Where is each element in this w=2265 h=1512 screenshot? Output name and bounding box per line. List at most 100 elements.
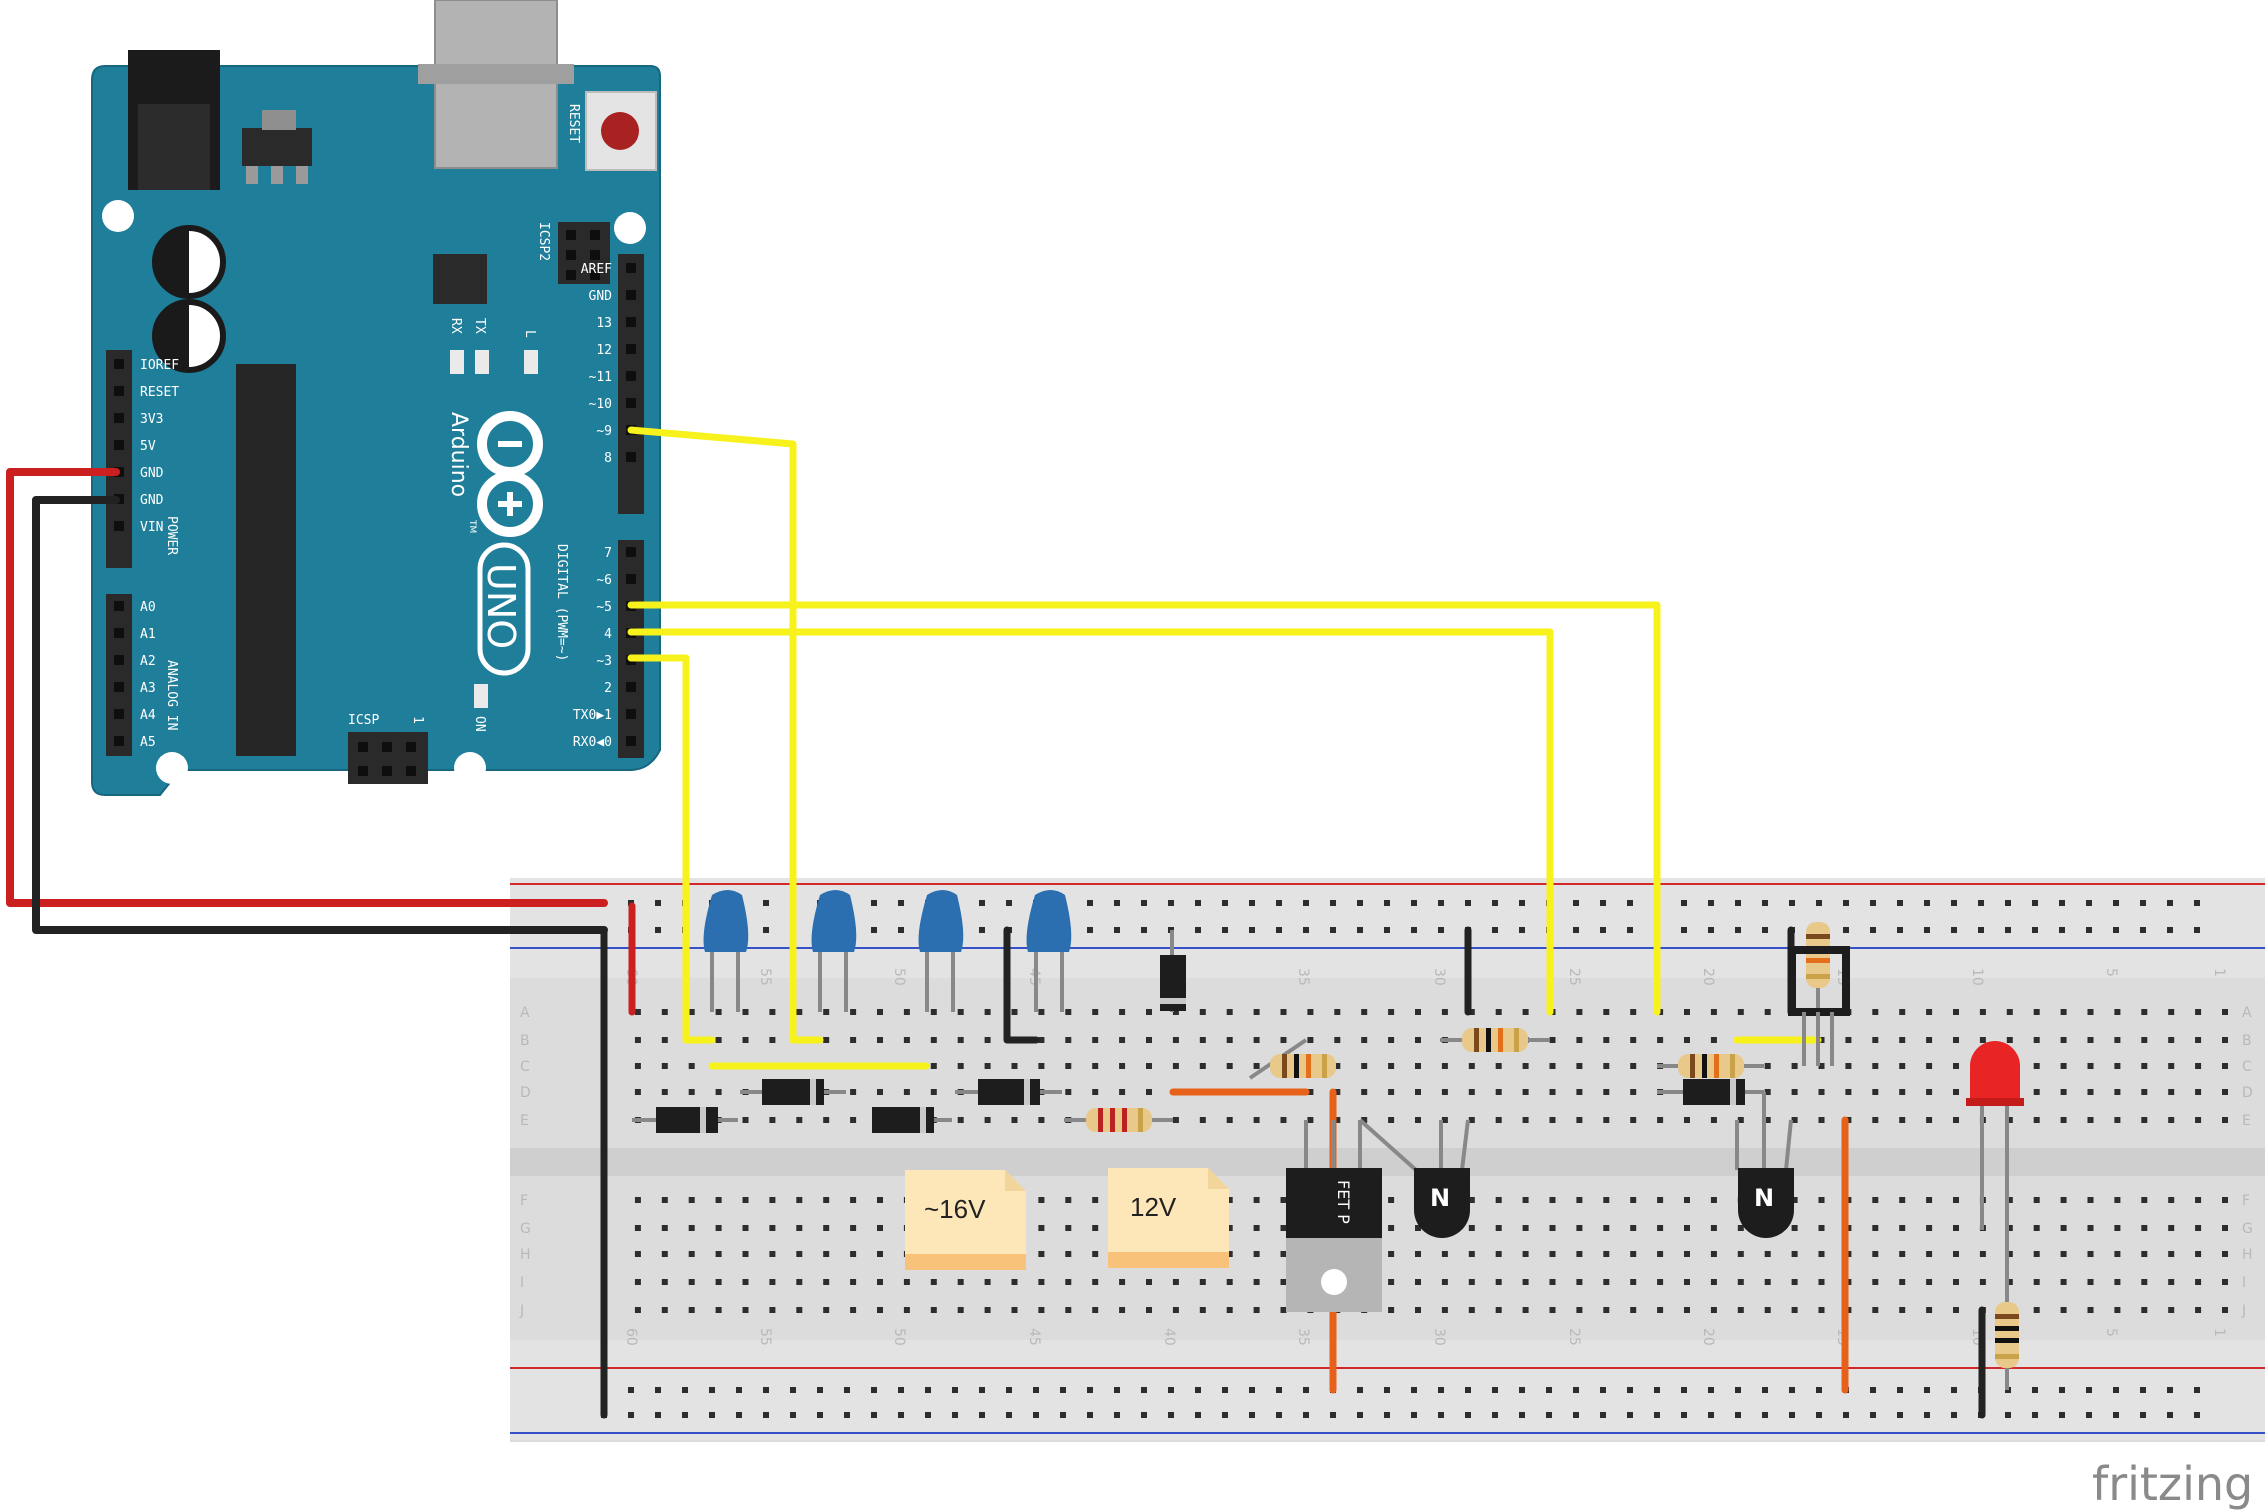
breadboard-hole[interactable] [850,1117,857,1123]
breadboard-hole[interactable] [1603,1197,1610,1203]
rail-hole[interactable] [1519,927,1525,933]
rail-hole[interactable] [1816,900,1822,906]
breadboard-hole[interactable] [1872,1037,1879,1043]
breadboard-hole[interactable] [1603,1063,1610,1069]
breadboard-hole[interactable] [1388,1089,1395,1095]
breadboard-hole[interactable] [1307,1037,1314,1043]
breadboard-hole[interactable] [1899,1009,1906,1015]
breadboard-hole[interactable] [715,1197,722,1203]
breadboard-hole[interactable] [1576,1117,1583,1123]
breadboard-hole[interactable] [1226,1117,1233,1123]
breadboard-hole[interactable] [1657,1279,1664,1285]
breadboard-hole[interactable] [877,1037,883,1043]
breadboard-hole[interactable] [1065,1251,1072,1257]
rail-hole[interactable] [1546,1412,1552,1418]
breadboard-hole[interactable] [1119,1063,1126,1069]
rail-hole[interactable] [1816,1387,1822,1393]
rail-hole[interactable] [1627,900,1633,906]
breadboard-hole[interactable] [1899,1117,1906,1123]
breadboard-hole[interactable] [2195,1279,2202,1285]
digital-header-pin[interactable] [626,682,636,692]
note-12v[interactable]: 12V [1108,1168,1229,1268]
rail-hole[interactable] [1141,1412,1147,1418]
breadboard-hole[interactable] [1603,1089,1610,1095]
rail-hole[interactable] [871,1412,877,1418]
rail-hole[interactable] [1465,1387,1471,1393]
breadboard-hole[interactable] [1522,1117,1529,1123]
rail-hole[interactable] [1195,927,1201,933]
rail-hole[interactable] [1924,1412,1930,1418]
breadboard-hole[interactable] [1065,1225,1072,1231]
breadboard-hole[interactable] [688,1197,695,1203]
rail-hole[interactable] [1654,1387,1660,1393]
breadboard-hole[interactable] [1791,1197,1798,1203]
breadboard-hole[interactable] [769,1225,776,1231]
rail-hole[interactable] [1870,927,1876,933]
rail-hole[interactable] [1330,900,1336,906]
breadboard-hole[interactable] [1065,1063,1072,1069]
breadboard-hole[interactable] [742,1197,749,1203]
transistor-to92[interactable] [1788,946,1850,1066]
breadboard-hole[interactable] [1468,1225,1475,1231]
breadboard-hole[interactable] [1549,1063,1556,1069]
breadboard-hole[interactable] [742,1251,749,1257]
breadboard-hole[interactable] [1576,1009,1583,1015]
breadboard-hole[interactable] [2195,1225,2202,1231]
breadboard-hole[interactable] [1146,1063,1152,1069]
breadboard-hole[interactable] [2195,1037,2202,1043]
breadboard-hole[interactable] [903,1009,910,1015]
breadboard-hole[interactable] [1065,1279,1072,1285]
breadboard-hole[interactable] [930,1089,937,1095]
icsp-pin[interactable] [406,766,416,776]
rail-hole[interactable] [1951,900,1957,906]
rail-hole[interactable] [1627,927,1633,933]
breadboard-hole[interactable] [1710,1117,1717,1123]
breadboard-hole[interactable] [1038,1197,1045,1203]
breadboard-hole[interactable] [1953,1117,1959,1123]
breadboard-hole[interactable] [2006,1251,2013,1257]
rail-hole[interactable] [1168,900,1174,906]
rail-hole[interactable] [1168,1412,1174,1418]
breadboard-hole[interactable] [957,1307,964,1313]
breadboard-hole[interactable] [1657,1307,1664,1313]
breadboard-hole[interactable] [1441,1279,1448,1285]
breadboard-hole[interactable] [1926,1197,1933,1203]
rail-hole[interactable] [1492,927,1498,933]
breadboard-hole[interactable] [1657,1251,1664,1257]
breadboard-hole[interactable] [1253,1307,1260,1313]
breadboard-hole[interactable] [2114,1225,2121,1231]
rail-hole[interactable] [1519,900,1525,906]
rail-hole[interactable] [763,1412,769,1418]
rail-hole[interactable] [1708,1412,1714,1418]
breadboard-hole[interactable] [1522,1279,1529,1285]
breadboard-hole[interactable] [1495,1117,1502,1123]
breadboard-hole[interactable] [2222,1279,2228,1285]
breadboard-hole[interactable] [2006,1197,2013,1203]
breadboard-hole[interactable] [1926,1009,1933,1015]
rail-hole[interactable] [1222,1387,1228,1393]
breadboard-hole[interactable] [2195,1251,2202,1257]
breadboard-hole[interactable] [1065,1037,1072,1043]
breadboard-hole[interactable] [661,1225,668,1231]
breadboard-hole[interactable] [823,1009,830,1015]
breadboard-hole[interactable] [1791,1117,1798,1123]
breadboard-hole[interactable] [715,1307,722,1313]
rail-hole[interactable] [2086,900,2092,906]
rail-hole[interactable] [1438,927,1444,933]
breadboard-hole[interactable] [1307,1117,1314,1123]
breadboard-hole[interactable] [1630,1225,1637,1231]
breadboard-hole[interactable] [688,1089,695,1095]
breadboard-hole[interactable] [1441,1063,1448,1069]
rail-hole[interactable] [1708,900,1714,906]
digital-header-pin[interactable] [626,574,636,584]
rail-hole[interactable] [1357,927,1363,933]
breadboard-hole[interactable] [634,1251,641,1257]
icsp2-pin[interactable] [566,230,576,240]
rail-hole[interactable] [1762,1412,1768,1418]
breadboard-hole[interactable] [2222,1037,2228,1043]
rail-hole[interactable] [1222,900,1228,906]
rail-hole[interactable] [790,1412,796,1418]
breadboard-hole[interactable] [1818,1063,1825,1069]
breadboard-hole[interactable] [1415,1307,1421,1313]
breadboard-hole[interactable] [796,1009,803,1015]
